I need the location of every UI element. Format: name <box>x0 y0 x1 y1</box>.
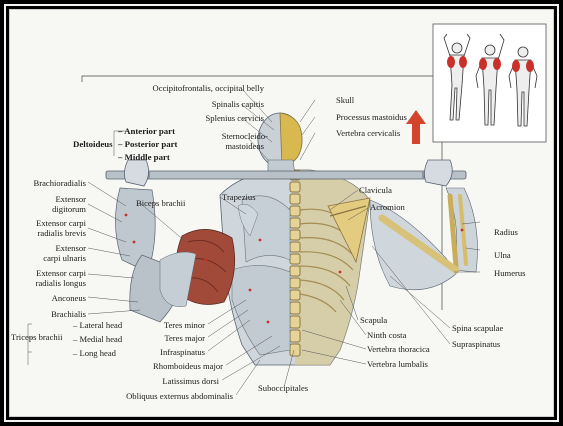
inset-figures-thumbnail <box>432 23 547 143</box>
label-trapezius: Trapezius <box>222 192 256 202</box>
label-occipitofrontalis: Occipitofrontalis, occipital belly <box>152 83 264 93</box>
right-arm-bones <box>369 159 478 291</box>
torso-figure <box>219 169 371 366</box>
label-radius: Radius <box>494 227 518 237</box>
label-processus-mastoidus: Processus mastoidus <box>336 112 407 122</box>
label-teres-major: Teres major <box>164 333 205 343</box>
label-brachialis: Brachialis <box>51 309 86 319</box>
attachment-points <box>124 213 464 324</box>
label-splenius-cervicis: Splenius cervicis <box>205 113 264 123</box>
label-skull: Skull <box>336 95 355 105</box>
leader-frame <box>81 75 443 310</box>
label-ninth-costa: Ninth costa <box>367 330 407 340</box>
outer-frame <box>4 4 559 422</box>
label-posterior-part: – Posterior part <box>118 139 178 149</box>
barbell <box>105 170 467 180</box>
label-sternocleido: Sternocleido- <box>221 131 268 141</box>
label-anconeus: Anconeus <box>51 293 86 303</box>
label-humerus: Humerus <box>494 268 526 278</box>
label-rhomboideus-major: Rhomboideus major <box>153 361 223 371</box>
label-clavicula: Clavicula <box>359 185 392 195</box>
label-infraspinatus: Infraspinatus <box>160 347 205 357</box>
label-biceps-brachii: Biceps brachii <box>136 198 186 208</box>
label-mastoideus: mastoideus <box>225 141 264 151</box>
label-ulna: Ulna <box>494 250 511 260</box>
leader-lines <box>27 88 481 396</box>
label-radialis-longus: radialis longus <box>35 278 86 288</box>
label-teres-minor: Teres minor <box>163 320 205 330</box>
left-arm-muscles <box>115 159 236 323</box>
label-anterior-part: – Anterior part <box>118 126 176 136</box>
label-radialis-brevis: radialis brevis <box>37 228 86 238</box>
label-extensor-carpi-2: Extensor carpi <box>36 268 86 278</box>
label-acromion: Acromion <box>370 202 405 212</box>
label-suboccipitales: Suboccipitales <box>258 383 309 393</box>
diagram-panel: Occipitofrontalis, occipital belly Spina… <box>9 9 554 417</box>
label-carpi-ulnaris: carpi ulnaris <box>43 253 86 263</box>
label-latissimus-dorsi: Latissimus dorsi <box>162 376 219 386</box>
anatomy-illustration <box>27 23 547 396</box>
label-medial-head: – Medial head <box>73 334 123 344</box>
label-obliquus: Obliquus externus abdominalis <box>126 391 233 401</box>
label-spina-scapulae: Spina scapulae <box>452 323 504 333</box>
label-lateral-head: – Lateral head <box>73 320 123 330</box>
label-triceps-brachii: Triceps brachii <box>11 332 63 342</box>
label-supraspinatus: Supraspinatus <box>452 339 501 349</box>
label-middle-part: – Middle part <box>118 152 170 162</box>
label-extensor-carpi: Extensor carpi <box>36 218 86 228</box>
label-deltoideus: Deltoideus <box>73 139 113 149</box>
label-long-head: – Long head <box>73 348 116 358</box>
upward-arrow-icon <box>406 110 426 144</box>
label-scapula: Scapula <box>360 315 388 325</box>
label-vertebra-thoracica: Vertebra thoracica <box>367 344 430 354</box>
label-spinalis-capitis: Spinalis capitis <box>211 99 264 109</box>
label-brachioradialis: Brachioradialis <box>33 178 87 188</box>
label-vertebra-lumbalis: Vertebra lumbalis <box>367 359 428 369</box>
label-extensor: Extensor <box>55 194 86 204</box>
label-extensor-2: Extensor <box>55 243 86 253</box>
label-vertebra-cervicalis: Vertebra cervicalis <box>336 128 401 138</box>
label-digitorum: digitorum <box>52 204 86 214</box>
